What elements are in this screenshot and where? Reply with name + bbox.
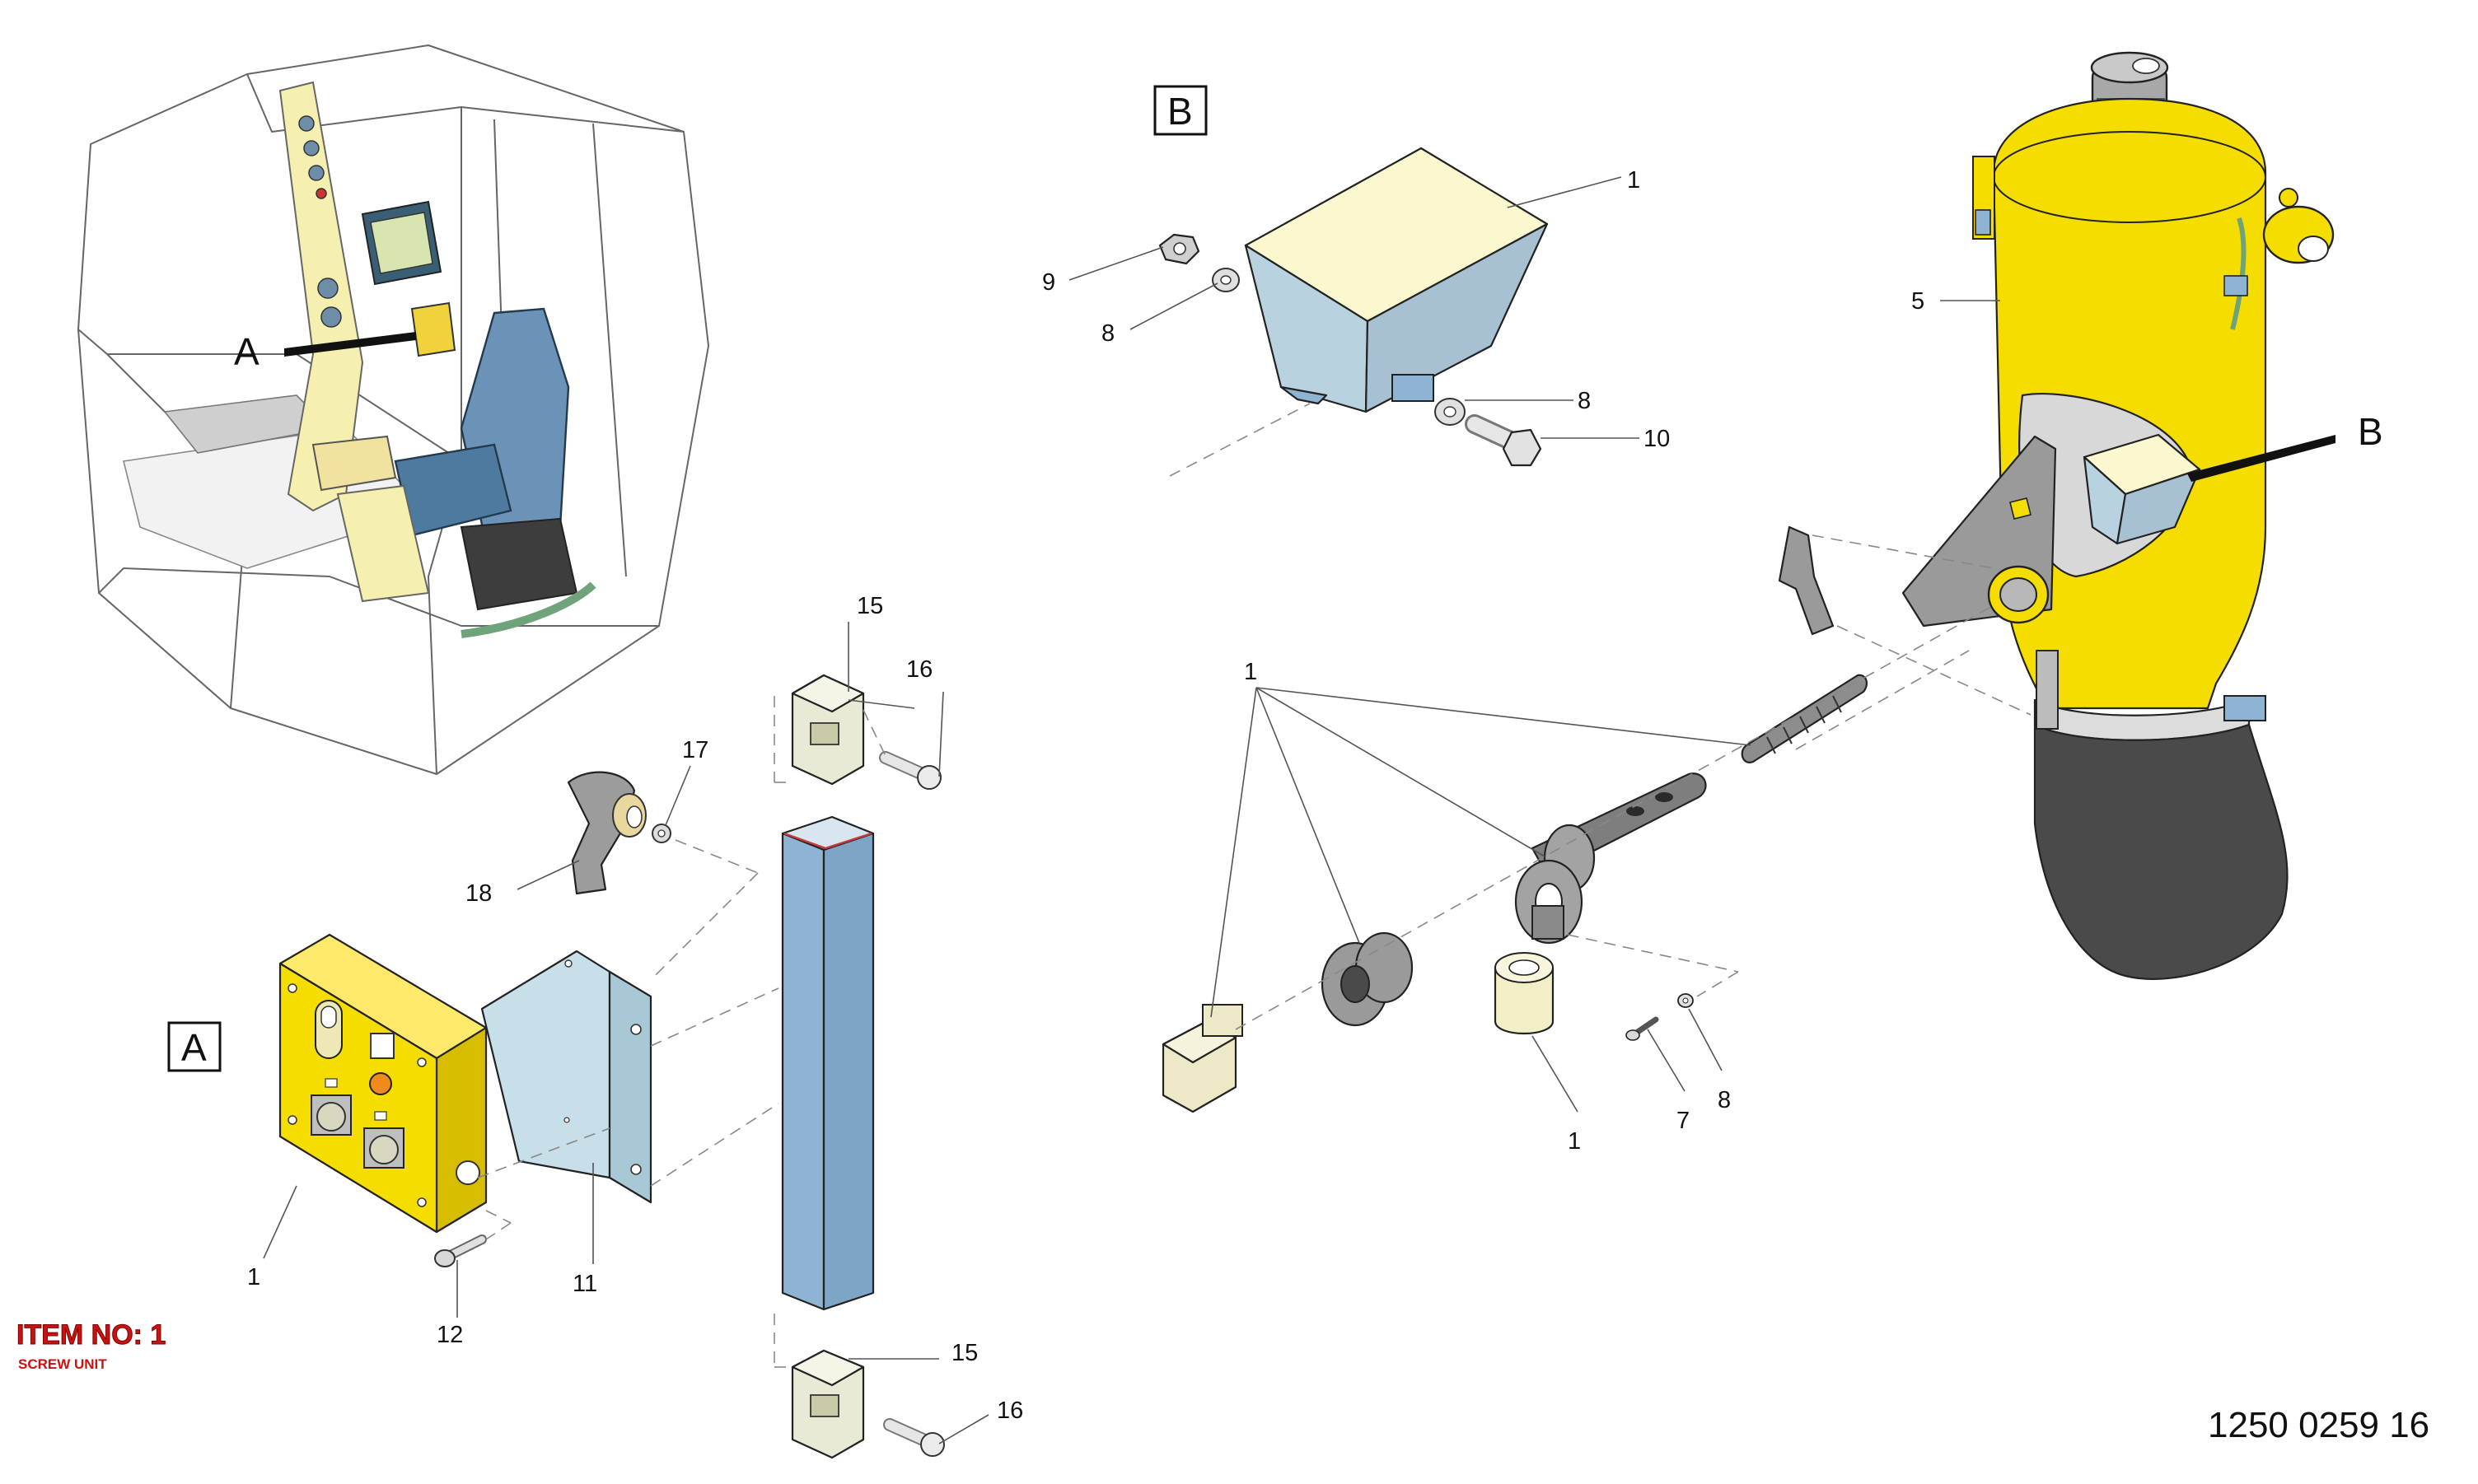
- callout-16-bolt-top: 16: [906, 656, 933, 683]
- callout-10-bolt: 10: [1643, 426, 1670, 452]
- motor-adapter: [1162, 1004, 1243, 1113]
- silo-tank-callout: 5: [1911, 288, 2000, 315]
- pin-7: [1625, 1016, 1659, 1041]
- washer-8-right: [1434, 398, 1466, 426]
- callout-11-bracket: 11: [573, 1271, 597, 1297]
- hopper: [1244, 147, 1549, 413]
- view-a-callouts: 1 11 12 15 16 15 16 17 18: [247, 593, 1023, 1424]
- screw-12: [434, 1234, 487, 1267]
- clamp-block-top: [791, 674, 865, 786]
- callout-5-tank: 5: [1911, 288, 1924, 315]
- clamp-block-bottom: [791, 1349, 865, 1459]
- bushing: [1494, 952, 1555, 1034]
- callout-15-clamp-top: 15: [857, 593, 883, 619]
- callout-7-pin: 7: [1676, 1108, 1690, 1134]
- operator-cab-illustration: [77, 44, 709, 775]
- callout-16-bolt-bottom: 16: [997, 1398, 1023, 1424]
- silo-view-b-marker: B: [2187, 410, 2383, 482]
- callout-1-bushing: 1: [1568, 1128, 1581, 1155]
- flange-coupling: [1321, 931, 1414, 1027]
- view-a-label-box: A: [167, 1021, 222, 1072]
- hopper-dash-line: [1169, 403, 1311, 477]
- callout-12-screw: 12: [437, 1322, 463, 1348]
- silo-view-b-label: B: [2358, 410, 2383, 453]
- view-a-leaders: [263, 691, 989, 1444]
- cab-view-a-label: A: [234, 330, 259, 373]
- callout-8-washer-left: 8: [1101, 320, 1115, 347]
- cab-view-a-marker: A: [234, 330, 416, 373]
- item-number-title: ITEM NO: 1: [16, 1319, 166, 1351]
- callout-18-lever: 18: [465, 880, 492, 907]
- bolt-bottom: [883, 1418, 945, 1457]
- view-b-callouts: 1 9 8 8 10: [1042, 167, 1670, 452]
- washer-8-bottom: [1677, 993, 1694, 1008]
- callout-15-clamp-bottom: 15: [951, 1340, 978, 1366]
- screw-tube-housing: [1514, 772, 1707, 945]
- square-post: [781, 815, 875, 1311]
- nut-9: [1158, 233, 1200, 265]
- drawing-reference-number: 1250 0259 16: [2208, 1405, 2429, 1445]
- auger-screw: [1741, 674, 1868, 763]
- view-a-assembly-lines: [477, 696, 886, 1368]
- mounting-bracket: [480, 950, 652, 1204]
- callout-1-screw-unit: 1: [1244, 659, 1257, 685]
- callout-1-control-box: 1: [247, 1264, 260, 1290]
- callout-8-washer-right: 8: [1578, 388, 1591, 414]
- screw-mount-bracket: [1778, 525, 1835, 636]
- bolt-top: [879, 751, 942, 790]
- screw-unit-assembly-lines: [1235, 534, 2031, 1030]
- washer-8-left: [1212, 268, 1240, 292]
- screw-unit-leaders: [1210, 687, 1751, 1113]
- callout-8-washer-bottom: 8: [1718, 1087, 1731, 1113]
- callout-1-hopper: 1: [1627, 167, 1640, 194]
- view-b-label-box: B: [1153, 85, 1208, 136]
- silo-tank: [1901, 51, 2335, 980]
- callout-17-washer: 17: [682, 737, 708, 763]
- lever-handle: [567, 771, 647, 895]
- item-subtitle: SCREW UNIT: [18, 1356, 107, 1372]
- item-title-block: ITEM NO: 1 SCREW UNIT: [16, 1319, 166, 1373]
- view-b-label: B: [1167, 90, 1193, 133]
- callout-9-nut: 9: [1042, 269, 1055, 296]
- screw-unit-callouts: 1 1 7 8: [1244, 659, 1731, 1155]
- view-b-leaders: [1068, 176, 1639, 439]
- control-box: [278, 933, 488, 1234]
- view-a-label: A: [181, 1026, 207, 1069]
- bolt-10: [1465, 414, 1542, 467]
- washer-17: [652, 824, 671, 843]
